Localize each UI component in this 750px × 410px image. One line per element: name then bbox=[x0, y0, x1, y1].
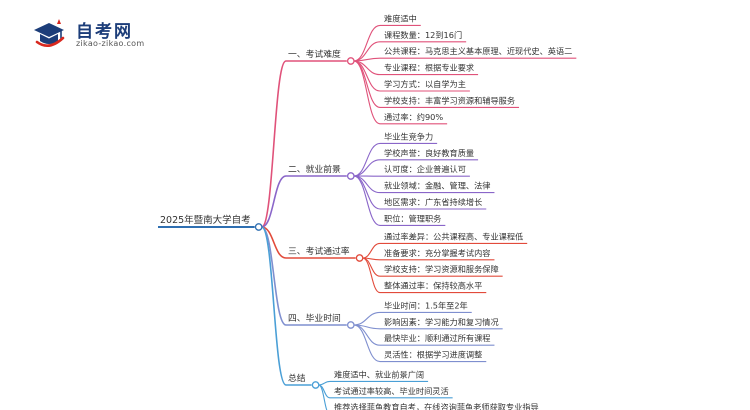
leaf-label: 考试通过率较高、毕业时间灵活 bbox=[334, 386, 449, 396]
connector-line bbox=[353, 311, 381, 326]
connector-lines bbox=[260, 24, 381, 410]
connector-line bbox=[353, 159, 381, 177]
branch-label: 一、考试难度 bbox=[288, 48, 341, 60]
graduation-cap-icon bbox=[34, 19, 65, 47]
branch-connector-dot bbox=[346, 57, 355, 65]
connector-line bbox=[353, 60, 381, 125]
leaf-label: 难度适中、就业前景广阔 bbox=[334, 369, 424, 379]
leaf-label: 职位：管理职务 bbox=[384, 213, 441, 223]
connector-line bbox=[260, 226, 287, 386]
leaf-label: 课程数量：12到16门 bbox=[384, 30, 462, 40]
logo-url-text: zikao-zikao.com bbox=[76, 39, 145, 48]
branch-connector-dot bbox=[355, 254, 364, 262]
connector-line bbox=[318, 380, 331, 386]
branch-connector-dot bbox=[346, 172, 355, 180]
root-node-label: 2025年暨南大学自考 bbox=[160, 214, 251, 226]
leaf-label: 学校支持：学习资源和服务保障 bbox=[384, 264, 499, 274]
leaf-label: 学习方式：以自学为主 bbox=[384, 79, 466, 89]
branch-label: 三、考试通过率 bbox=[288, 245, 350, 257]
branch-connector-dot bbox=[254, 223, 263, 231]
connector-line bbox=[318, 384, 328, 410]
leaf-label: 毕业生竞争力 bbox=[384, 131, 433, 141]
logo-name: 自考网 bbox=[76, 22, 133, 42]
mind-map-nodes: 2025年暨南大学自考 一、考试难度 难度适中课程数量：12到16门公共课程：马克思… bbox=[158, 13, 577, 410]
connector-line bbox=[353, 142, 381, 177]
leaf-label: 学校支持：丰富学习资源和辅导服务 bbox=[384, 95, 515, 105]
leaf-label: 通过率差异：公共课程高、专业课程低 bbox=[384, 231, 523, 241]
leaf-label: 准备要求：充分掌握考试内容 bbox=[384, 248, 490, 258]
connector-line bbox=[353, 60, 381, 92]
connector-line bbox=[353, 175, 381, 226]
connector-line bbox=[353, 24, 381, 62]
leaf-label: 地区需求：广东省持续增长 bbox=[384, 197, 482, 207]
connector-line bbox=[261, 175, 287, 228]
branch-label: 总结 bbox=[288, 372, 306, 384]
leaf-label: 学校声誉：良好教育质量 bbox=[384, 148, 474, 158]
leaf-label: 认可度：企业普遍认可 bbox=[384, 164, 466, 174]
connector-line bbox=[353, 324, 381, 363]
leaf-label: 影响因素：学习能力和复习情况 bbox=[384, 317, 499, 327]
connector-line bbox=[362, 242, 381, 259]
connector-line bbox=[362, 257, 381, 294]
leaf-label: 公共课程：马克思主义基本原理、近现代史、英语二 bbox=[384, 46, 572, 56]
branch-label: 二、就业前景 bbox=[288, 163, 341, 175]
leaf-label: 通过率：约90% bbox=[384, 112, 443, 122]
leaf-label: 就业领域：金融、管理、法律 bbox=[384, 181, 490, 191]
leaf-label: 专业课程：根据专业要求 bbox=[384, 63, 474, 73]
leaf-label: 难度适中 bbox=[384, 13, 417, 23]
branch-label: 四、毕业时间 bbox=[288, 312, 341, 324]
leaf-label: 最快毕业：顺利通过所有课程 bbox=[384, 333, 490, 343]
leaf-label: 整体通过率：保持较高水平 bbox=[384, 281, 482, 291]
leaf-label: 推荐选择菲鱼教育自考，在线咨询菲鱼老师获取专业指导 bbox=[334, 402, 539, 410]
site-logo[interactable]: 自考网 zikao-zikao.com bbox=[30, 16, 180, 52]
branch-connector-dot bbox=[346, 321, 355, 329]
leaf-label: 毕业时间：1.5年至2年 bbox=[384, 300, 468, 310]
connector-line bbox=[260, 60, 287, 228]
leaf-label: 灵活性：根据学习进度调整 bbox=[384, 350, 482, 360]
branch-connector-dot bbox=[311, 381, 320, 389]
